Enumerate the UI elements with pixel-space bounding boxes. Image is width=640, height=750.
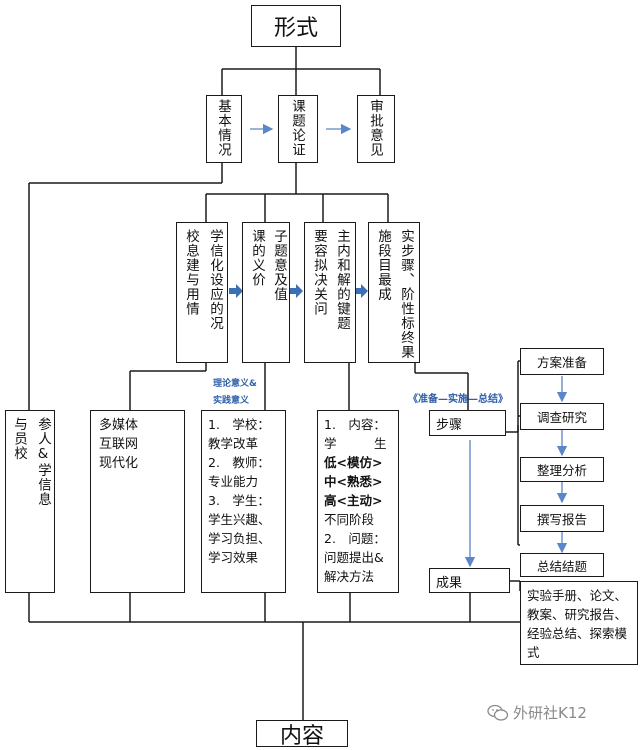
steps-box: 步骤 <box>429 410 506 436</box>
significance-line: 学习负担、 <box>208 531 271 546</box>
it-background-col1: 学信化设应的况 <box>207 229 223 331</box>
topic-demo-label: 课题论证 <box>289 99 305 157</box>
content-line: 2. 问题： <box>324 531 386 546</box>
significance-line: 学生兴趣、 <box>208 512 271 527</box>
sequence-step-label: 方案准备 <box>536 355 587 370</box>
sequence-step-2: 调查研究 <box>520 403 604 430</box>
technology-box: 多媒体 互联网 现代化 <box>90 410 185 593</box>
outputs-box: 实验手册、论文、 教案、研究报告、 经验总结、探索模 式 <box>520 581 638 665</box>
outputs-line: 实验手册、论文、 <box>527 588 628 603</box>
basic-info-box: 基本情况 <box>206 95 242 163</box>
bottom-title: 内容 <box>279 723 324 749</box>
content-detail-box: 1. 内容： 学 生 低<模仿> 中<熟悉> 高<主动> 不同阶段 2. 问题：… <box>317 410 399 593</box>
main-content-box: 主内和解的键题 要容拟决关问 <box>304 222 356 363</box>
content-line: 高<主动> <box>324 493 383 508</box>
significance-col2: 课的义价 <box>249 229 265 287</box>
main-content-col1: 主内和解的键题 <box>334 229 350 331</box>
practice-significance-label: 实践意义 <box>213 396 250 406</box>
outputs-line: 式 <box>527 645 540 660</box>
sequence-step-1: 方案准备 <box>520 348 604 375</box>
theory-significance-label: 理论意义& <box>213 379 257 389</box>
technology-line: 互联网 <box>99 437 139 452</box>
significance-line: 教学改革 <box>208 436 259 451</box>
implementation-col2: 施段目最成 <box>375 229 391 302</box>
watermark: 外研社K12 <box>487 702 587 723</box>
topic-demo-box: 课题论证 <box>278 95 318 163</box>
significance-line: 专业能力 <box>208 474 259 489</box>
steps-label: 步骤 <box>436 418 463 433</box>
content-line: 问题提出& <box>324 550 384 565</box>
content-line: 不同阶段 <box>324 512 375 527</box>
it-background-box: 学信化设应的况 校息建与用情 <box>176 222 228 363</box>
sequence-step-3: 整理分析 <box>520 457 604 482</box>
sequence-step-4: 撰写报告 <box>520 505 604 532</box>
implementation-col1: 实步骤、阶性标终果 <box>398 229 414 360</box>
outputs-line: 教案、研究报告、 <box>527 607 628 622</box>
main-content-col2: 要容拟决关问 <box>311 229 327 316</box>
sequence-step-label: 总结结题 <box>536 558 587 574</box>
basic-info-label: 基本情况 <box>215 99 231 157</box>
sequence-step-label: 调查研究 <box>536 410 587 425</box>
bottom-title-box: 内容 <box>256 720 348 749</box>
significance-col1: 子题意及值 <box>271 229 287 302</box>
content-line: 1. 内容： <box>324 417 386 432</box>
top-title-box: 形式 <box>251 5 341 47</box>
technology-line: 现代化 <box>99 456 139 471</box>
outputs-line: 经验总结、探索模 <box>527 626 628 641</box>
approval-label: 审批意见 <box>367 99 383 157</box>
content-line: 低<模仿> <box>324 455 383 470</box>
content-line: 学 生 <box>324 436 387 451</box>
participants-col2: 与员校 <box>11 417 27 461</box>
results-label: 成果 <box>436 576 463 591</box>
phase-label: 《准备—实施—总结》 <box>408 394 508 405</box>
participants-box: 参人&学信息 与员校 <box>5 410 55 593</box>
wechat-icon <box>487 704 509 721</box>
significance-detail-box: 1. 学校： 教学改革 2. 教师： 专业能力 3. 学生： 学生兴趣、 学习负… <box>201 410 286 593</box>
participants-col1: 参人&学信息 <box>35 417 51 507</box>
sequence-step-label: 撰写报告 <box>536 512 587 527</box>
sequence-step-5: 总结结题 <box>520 553 604 577</box>
significance-line: 3. 学生： <box>208 493 270 508</box>
approval-box: 审批意见 <box>357 95 395 163</box>
results-box: 成果 <box>429 568 510 593</box>
technology-line: 多媒体 <box>99 418 139 433</box>
implementation-box: 实步骤、阶性标终果 施段目最成 <box>368 222 420 363</box>
top-title: 形式 <box>273 16 318 41</box>
significance-line: 学习效果 <box>208 550 259 565</box>
significance-line: 1. 学校： <box>208 417 270 432</box>
sequence-step-label: 整理分析 <box>536 463 587 478</box>
significance-line: 2. 教师： <box>208 455 270 470</box>
it-background-col2: 校息建与用情 <box>183 229 199 316</box>
watermark-text: 外研社K12 <box>513 704 587 722</box>
content-line: 解决方法 <box>324 569 375 584</box>
content-line: 中<熟悉> <box>324 474 383 489</box>
significance-header-box: 子题意及值 课的义价 <box>242 222 290 363</box>
